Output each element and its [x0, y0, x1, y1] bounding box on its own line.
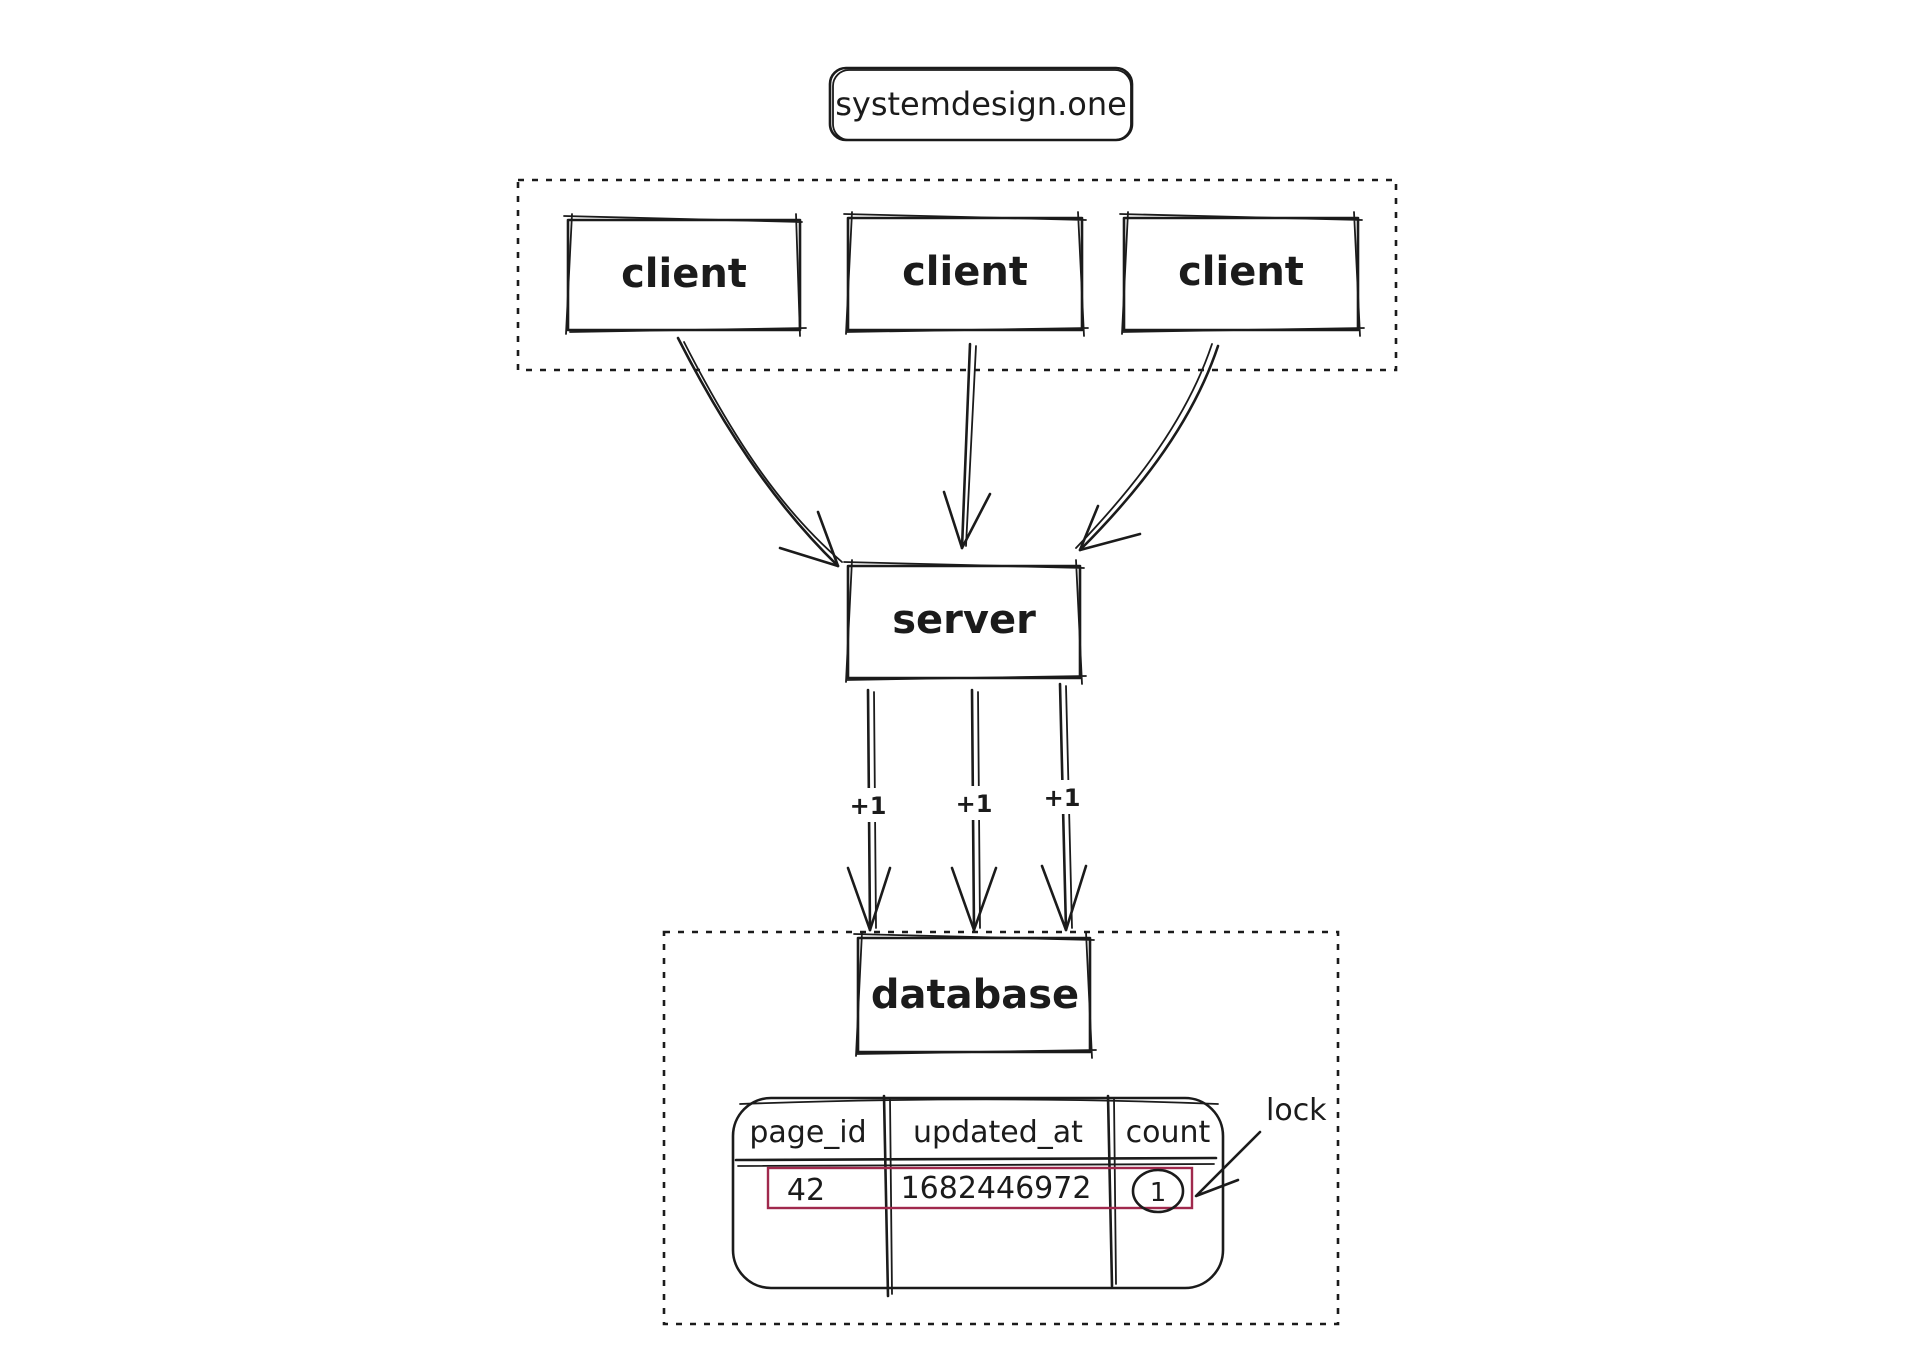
table-header-page-id: page_id: [749, 1115, 866, 1150]
server-box: server: [843, 559, 1087, 685]
locked-row-highlight: [766, 1166, 1194, 1210]
database-box: database: [853, 931, 1097, 1059]
arrow-client1-server: [676, 336, 843, 568]
client-box-3: client: [1119, 211, 1365, 337]
table-header-count: count: [1126, 1115, 1211, 1150]
database-label: database: [871, 972, 1079, 1018]
client-label-1: client: [621, 251, 747, 297]
brand-tag: systemdesign.one: [828, 66, 1134, 142]
cell-count: 1: [1150, 1178, 1167, 1208]
clients-group: [516, 178, 1398, 372]
arrow-client3-server: [1075, 343, 1220, 552]
lock-label: lock: [1266, 1093, 1327, 1128]
increment-label-1: +1: [850, 792, 887, 820]
client-label-3: client: [1178, 249, 1304, 295]
database-group: [662, 930, 1340, 1326]
increment-label-3: +1: [1044, 784, 1081, 812]
arrow-client2-server: [942, 342, 992, 550]
table-header-updated-at: updated_at: [913, 1115, 1083, 1150]
brand-label: systemdesign.one: [835, 85, 1127, 123]
client-label-2: client: [902, 249, 1028, 295]
lock-annotation: lock: [1194, 1093, 1327, 1198]
client-box-1: client: [563, 213, 807, 337]
client-box-2: client: [843, 211, 1089, 337]
server-label: server: [892, 597, 1036, 643]
count-circle: [1131, 1168, 1185, 1214]
counter-table: page_id updated_at count 42 1682446972 1: [731, 1094, 1225, 1298]
cell-page-id: 42: [787, 1173, 825, 1208]
increment-label-2: +1: [956, 790, 993, 818]
cell-updated-at: 1682446972: [901, 1171, 1092, 1206]
